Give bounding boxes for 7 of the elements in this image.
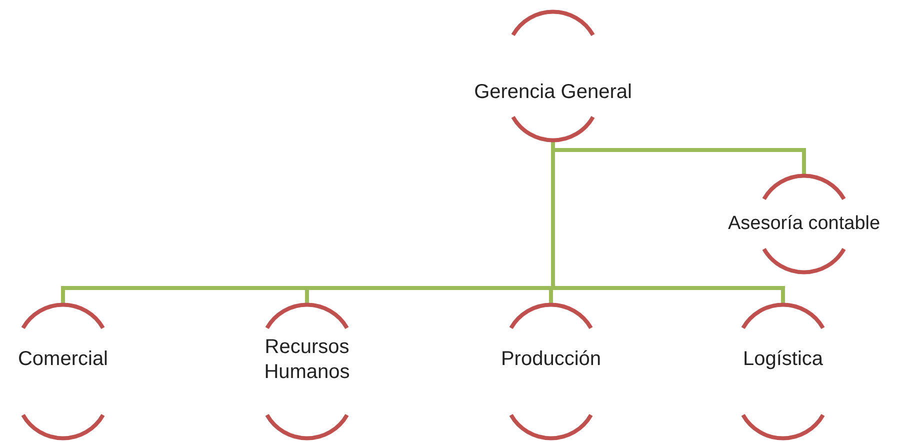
node-label: Comercial <box>18 347 108 372</box>
node-label: Logística <box>742 347 824 372</box>
node-label: Gerencia General <box>474 80 632 104</box>
node-label: Producción <box>500 347 602 372</box>
node-label: Recursos Humanos <box>263 334 351 384</box>
connector-line <box>551 142 785 303</box>
node-label: Asesoría contable <box>728 212 880 236</box>
